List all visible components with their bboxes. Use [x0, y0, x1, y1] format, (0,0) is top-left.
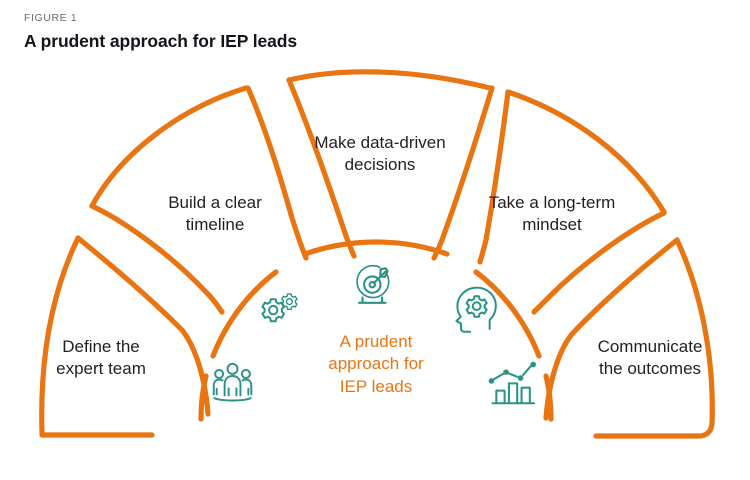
page-title: A prudent approach for IEP leads	[24, 30, 297, 51]
center-label: A prudent approach for IEP leads	[328, 332, 424, 396]
inner-arc-1	[210, 269, 279, 359]
inner-arc-4	[543, 373, 554, 422]
segment-label-build-a-clear-timeline[interactable]: Build a clear timeline	[168, 193, 262, 234]
figure-number: FIGURE 1	[24, 12, 78, 24]
inner-arc-3	[473, 269, 542, 359]
gears-icon	[261, 293, 298, 323]
segment-label-make-data-driven-decisions[interactable]: Make data-driven decisions	[314, 133, 446, 174]
inner-semicircle	[198, 239, 554, 422]
target-arrow-icon	[356, 264, 390, 304]
segment-label-define-the-expert-team[interactable]: Define the expert team	[56, 337, 146, 378]
bar-line-chart-icon	[488, 361, 537, 405]
segment-label-take-a-long-term-mindset[interactable]: Take a long-term mindset	[488, 193, 616, 234]
petal-segment-3[interactable]	[477, 89, 667, 315]
head-gear-icon	[455, 286, 497, 333]
petal-segment-1[interactable]	[89, 85, 309, 315]
inner-arc-2	[302, 239, 450, 257]
inner-arc-0	[198, 373, 209, 422]
segment-label-communicate-the-outcomes[interactable]: Communicate the outcomes	[597, 337, 703, 378]
figure-header: FIGURE 1 A prudent approach for IEP lead…	[24, 12, 624, 52]
people-group-icon	[212, 362, 253, 402]
